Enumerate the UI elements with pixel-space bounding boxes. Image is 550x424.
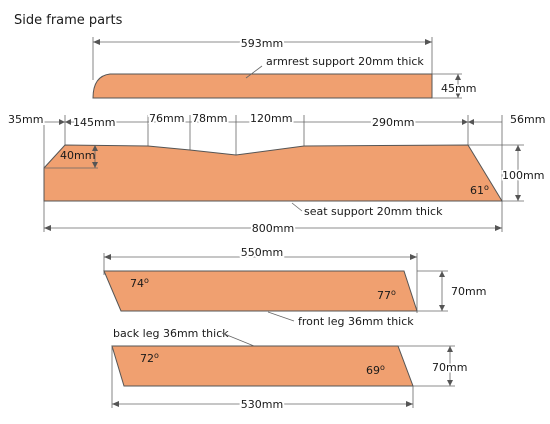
arrow-head bbox=[462, 119, 468, 125]
seat-length-label: 800mm bbox=[252, 222, 294, 235]
arrow-head bbox=[455, 74, 461, 80]
arrow-head bbox=[468, 119, 474, 125]
back-leg-part: back leg 36mm thick 72o 69o 70mm 530mm bbox=[111, 327, 469, 413]
seat-angle-label: 61o bbox=[470, 183, 489, 197]
seat-dim-76: 76mm bbox=[149, 112, 184, 125]
arrow-head bbox=[44, 225, 51, 231]
arrow-head bbox=[515, 195, 521, 201]
armrest-leader bbox=[245, 65, 263, 79]
arrow-head bbox=[439, 271, 445, 277]
diagram-title: Side frame parts bbox=[14, 13, 123, 28]
seat-dim-145: 145mm bbox=[73, 116, 115, 129]
arrow-head bbox=[447, 380, 453, 386]
front-leg-length-label: 550mm bbox=[241, 246, 283, 259]
front-leg-angle-right: 77o bbox=[377, 288, 396, 302]
arrow-head bbox=[439, 305, 445, 311]
arrow-head bbox=[406, 401, 413, 407]
front-leg-shape bbox=[103, 270, 418, 312]
armrest-shape bbox=[92, 73, 433, 99]
arrow-head bbox=[455, 92, 461, 98]
arrow-head bbox=[515, 145, 521, 151]
arrow-head bbox=[65, 119, 71, 125]
armrest-length-label: 593mm bbox=[241, 37, 283, 50]
back-leg-label: back leg 36mm thick bbox=[113, 327, 229, 340]
arrow-head bbox=[425, 39, 432, 45]
seat-shape bbox=[43, 144, 503, 202]
seat-left-offset-label: 35mm bbox=[8, 113, 43, 126]
arrow-head bbox=[59, 119, 65, 125]
back-leg-angle-left: 72o bbox=[140, 351, 159, 365]
arrow-head bbox=[447, 346, 453, 352]
seat-dim-290: 290mm bbox=[372, 116, 414, 129]
arrow-head bbox=[92, 145, 98, 151]
seat-right-offset-label: 56mm bbox=[510, 113, 545, 126]
seat-height-label: 100mm bbox=[502, 169, 544, 182]
arrow-head bbox=[93, 39, 100, 45]
seat-support-part: 35mm 145mm 76mm 78mm 120mm 290mm 56mm 40… bbox=[6, 110, 547, 237]
back-leg-angle-right: 69o bbox=[366, 363, 385, 377]
seat-label: seat support 20mm thick bbox=[304, 205, 443, 218]
front-leg-part: 550mm 74o 77o 70mm front leg 36mm thick bbox=[103, 244, 486, 328]
seat-dim-78: 78mm bbox=[192, 112, 227, 125]
arrow-head bbox=[104, 254, 111, 260]
front-leg-leader bbox=[267, 311, 295, 322]
seat-dim-120: 120mm bbox=[250, 112, 292, 125]
arrow-head bbox=[495, 225, 502, 231]
arrow-head bbox=[112, 401, 119, 407]
front-leg-angle-left: 74o bbox=[130, 276, 149, 290]
back-leg-height-label: 70mm bbox=[432, 361, 467, 374]
arrow-head bbox=[410, 254, 417, 260]
seat-dip-label: 40mm bbox=[60, 149, 95, 162]
back-leg-length-label: 530mm bbox=[241, 398, 283, 411]
armrest-label: armrest support 20mm thick bbox=[266, 55, 424, 68]
front-leg-label: front leg 36mm thick bbox=[298, 315, 414, 328]
arrow-head bbox=[92, 162, 98, 168]
seat-leader bbox=[291, 202, 303, 212]
armrest-height-label: 45mm bbox=[441, 82, 476, 95]
armrest-support-part: 593mm 45mm armrest support 20mm thick bbox=[92, 35, 478, 99]
front-leg-height-label: 70mm bbox=[451, 285, 486, 298]
back-leg-leader bbox=[221, 332, 255, 347]
